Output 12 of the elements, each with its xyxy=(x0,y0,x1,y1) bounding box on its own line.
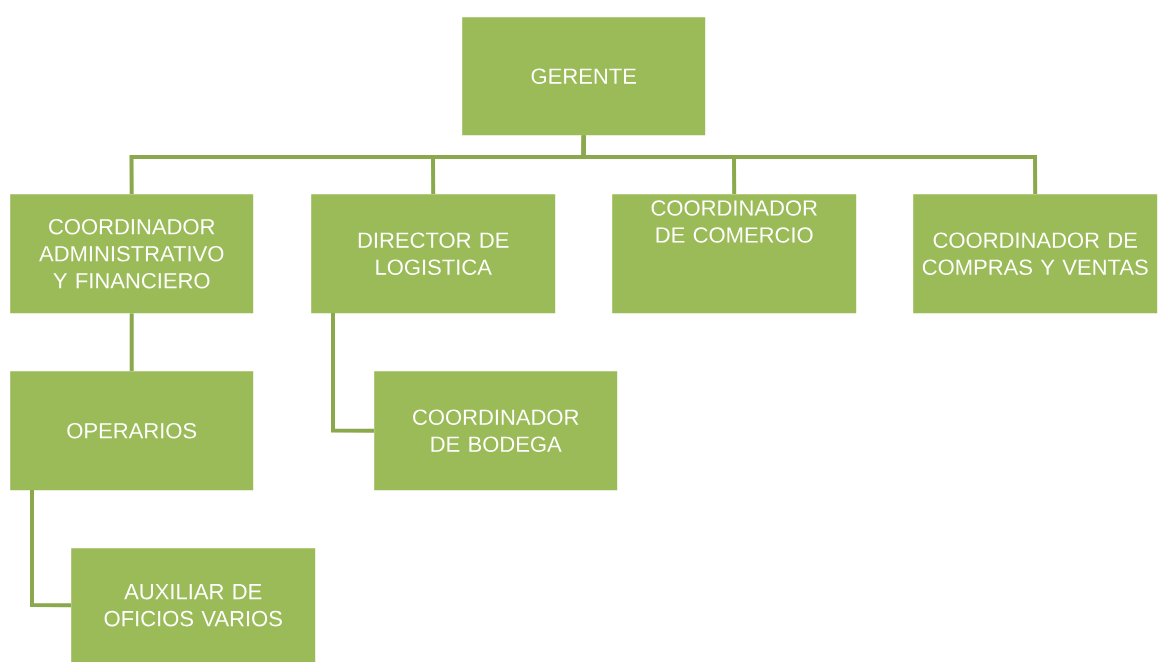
connector-line xyxy=(581,135,1038,194)
org-box: COORDINADOR ADMINISTRATIVO Y FINANCIERO xyxy=(10,194,254,314)
org-box: GERENTE xyxy=(462,17,706,136)
org-box: COORDINADOR DE BODEGA xyxy=(374,371,618,491)
org-box: DIRECTOR DE LOGISTICA xyxy=(311,194,556,314)
org-box: OPERARIOS xyxy=(10,371,254,491)
org-box: COORDINADOR DE COMERCIO xyxy=(612,194,857,314)
connector-line xyxy=(331,313,374,433)
org-box: AUXILIAR DE OFICIOS VARIOS xyxy=(71,548,316,662)
connector-line xyxy=(129,313,134,371)
org-box: COORDINADOR DE COMPRAS Y VENTAS xyxy=(913,194,1158,314)
connector-line xyxy=(30,490,71,608)
